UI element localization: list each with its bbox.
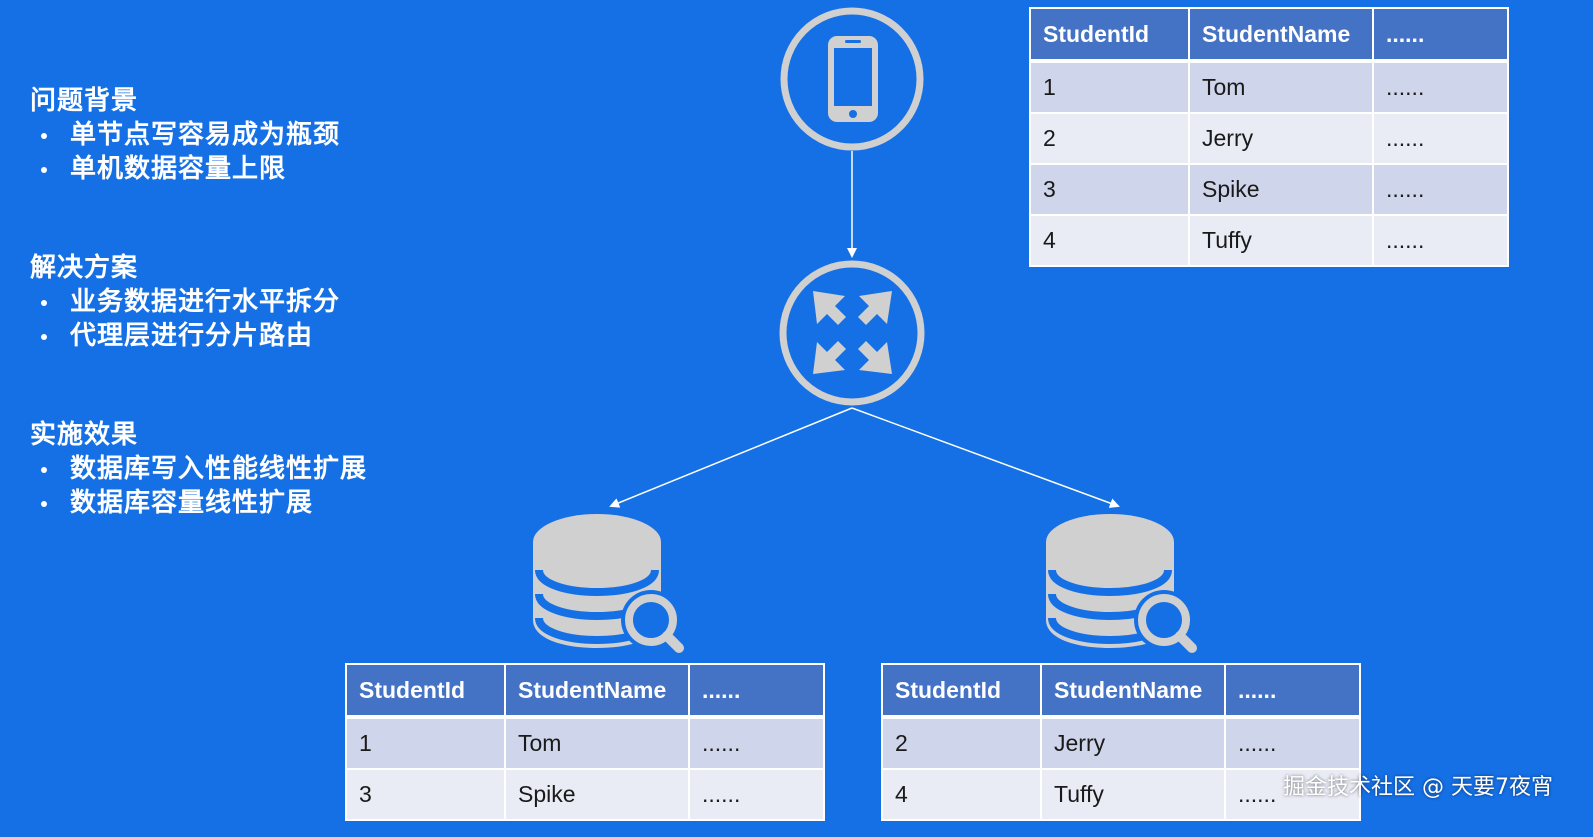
table-cell: ...... xyxy=(1373,113,1508,165)
table-cell: ...... xyxy=(1373,164,1508,216)
table-header-cell: StudentName xyxy=(1189,8,1374,63)
table-row: 4 Tuffy ...... xyxy=(882,769,1360,821)
table-cell: 3 xyxy=(1030,164,1190,216)
bullet-item: 业务数据进行水平拆分 xyxy=(30,285,340,319)
bullet-list: 单节点写容易成为瓶颈 单机数据容量上限 xyxy=(30,118,340,186)
table-cell: ...... xyxy=(1225,717,1360,770)
table-cell: Tom xyxy=(505,717,690,770)
mobile-phone-icon xyxy=(780,7,924,151)
table-cell: Jerry xyxy=(1041,717,1226,770)
section-solution: 解决方案 业务数据进行水平拆分 代理层进行分片路由 xyxy=(30,251,340,353)
table-row: 4 Tuffy ...... xyxy=(1030,215,1508,267)
table-header-row: StudentId StudentName ...... xyxy=(882,664,1360,719)
bullet-list: 数据库写入性能线性扩展 数据库容量线性扩展 xyxy=(30,452,367,520)
table-header-cell: ...... xyxy=(689,664,824,719)
table-row: 1 Tom ...... xyxy=(346,717,824,770)
table-row: 1 Tom ...... xyxy=(1030,61,1508,114)
router-arrows-icon xyxy=(779,260,925,406)
database-search-icon xyxy=(1046,514,1197,653)
connector-proxy-db-right xyxy=(851,407,1120,508)
section-title: 解决方案 xyxy=(30,253,139,283)
table-header-cell: StudentName xyxy=(1041,664,1226,719)
table-cell: ...... xyxy=(689,717,824,770)
table-cell: ...... xyxy=(1373,215,1508,267)
connector-proxy-db-left xyxy=(609,407,853,508)
database-search-icon xyxy=(533,514,684,653)
table-shard-left: StudentId StudentName ...... 1 Tom .....… xyxy=(345,663,825,821)
table-cell: Tom xyxy=(1189,61,1374,114)
bullet-item: 数据库写入性能线性扩展 xyxy=(30,452,367,486)
table-cell: Spike xyxy=(1189,164,1374,216)
table-cell: ...... xyxy=(689,769,824,821)
section-problem: 问题背景 单节点写容易成为瓶颈 单机数据容量上限 xyxy=(30,84,340,186)
watermark-text: 掘金技术社区 @ 天要7夜宵 xyxy=(1283,775,1553,800)
bullet-item: 单机数据容量上限 xyxy=(30,152,340,186)
table-cell: 2 xyxy=(882,717,1042,770)
table-cell: Tuffy xyxy=(1041,769,1226,821)
table-row: 2 Jerry ...... xyxy=(882,717,1360,770)
table-header-cell: ...... xyxy=(1225,664,1360,719)
table-cell: 4 xyxy=(882,769,1042,821)
section-result: 实施效果 数据库写入性能线性扩展 数据库容量线性扩展 xyxy=(30,418,367,520)
table-cell: ...... xyxy=(1225,769,1360,821)
table-header-cell: ...... xyxy=(1373,8,1508,63)
table-cell: Jerry xyxy=(1189,113,1374,165)
bullet-list: 业务数据进行水平拆分 代理层进行分片路由 xyxy=(30,285,340,353)
table-row: 3 Spike ...... xyxy=(1030,164,1508,216)
table-all-students: StudentId StudentName ...... 1 Tom .....… xyxy=(1029,7,1509,267)
table-row: 2 Jerry ...... xyxy=(1030,113,1508,165)
bullet-item: 单节点写容易成为瓶颈 xyxy=(30,118,340,152)
table-cell: 1 xyxy=(346,717,506,770)
bullet-item: 代理层进行分片路由 xyxy=(30,319,340,353)
table-cell: 3 xyxy=(346,769,506,821)
table-header-row: StudentId StudentName ...... xyxy=(346,664,824,719)
section-title: 问题背景 xyxy=(30,86,139,116)
table-cell: 2 xyxy=(1030,113,1190,165)
table-row: 3 Spike ...... xyxy=(346,769,824,821)
bullet-item: 数据库容量线性扩展 xyxy=(30,486,367,520)
table-cell: ...... xyxy=(1373,61,1508,114)
table-header-row: StudentId StudentName ...... xyxy=(1030,8,1508,63)
table-cell: Spike xyxy=(505,769,690,821)
table-cell: Tuffy xyxy=(1189,215,1374,267)
table-header-cell: StudentId xyxy=(882,664,1042,719)
table-cell: 1 xyxy=(1030,61,1190,114)
table-shard-right: StudentId StudentName ...... 2 Jerry ...… xyxy=(881,663,1361,821)
table-header-cell: StudentName xyxy=(505,664,690,719)
table-header-cell: StudentId xyxy=(1030,8,1190,63)
table-cell: 4 xyxy=(1030,215,1190,267)
section-title: 实施效果 xyxy=(30,420,139,450)
table-header-cell: StudentId xyxy=(346,664,506,719)
